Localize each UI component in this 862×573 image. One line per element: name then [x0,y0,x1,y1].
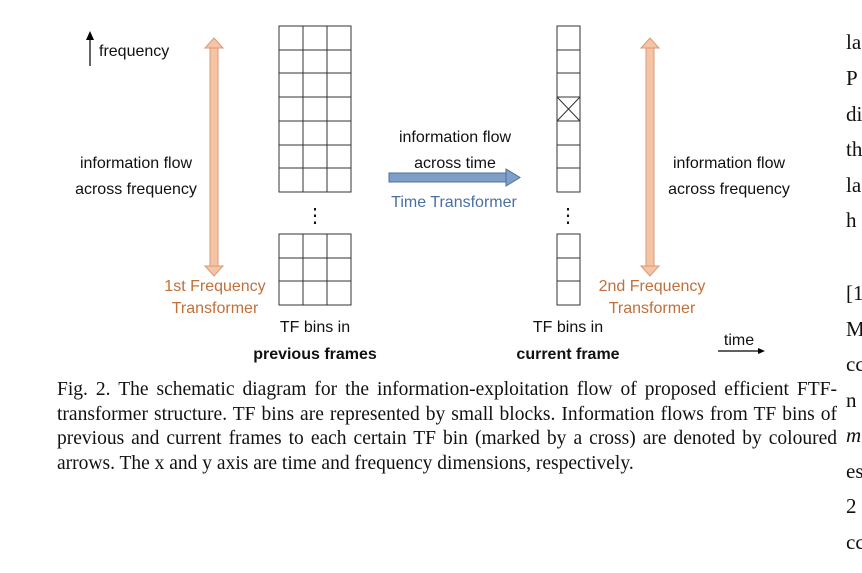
right-flow-label-line1: information flow [673,155,785,172]
previous-frames-grid-top [278,25,352,193]
current-frame-grid-top [556,25,581,193]
side-column-line: m [846,423,862,447]
second-freq-transformer-line1: 2nd Frequency [599,278,706,295]
side-column-line: [1 [846,281,862,305]
first-freq-transformer-line1: 1st Frequency [164,278,265,295]
left-flow-label-line1: information flow [80,155,192,172]
side-column-line: th [846,137,862,161]
prev-caption-line2: previous frames [253,346,377,363]
side-column-line: cc [846,352,862,376]
time-flow-label-line1: information flow [399,129,511,146]
right-frequency-arrow [639,37,661,277]
side-column-line: cc [846,530,862,554]
current-frame-grid-bottom [556,233,581,306]
target-tf-bin-cross [556,96,581,122]
side-column-line: P [846,66,858,90]
figure-caption: Fig. 2. The schematic diagram for the in… [57,379,837,474]
time-transformer-label: Time Transformer [391,194,517,211]
side-column-line: es [846,459,862,483]
frequency-axis-label: frequency [99,43,169,60]
side-column-line: la [846,30,862,54]
time-axis: time [718,332,765,354]
left-frequency-arrow [203,37,225,277]
prev-caption-line1: TF bins in [280,319,350,336]
side-column-line: 2 [846,494,857,518]
time-flow-label-line2: across time [414,155,496,172]
previous-frames-grid-bottom [278,233,352,306]
curr-caption-line2: current frame [516,346,619,363]
second-freq-transformer-line2: Transformer [609,300,696,317]
time-axis-label: time [724,332,754,349]
side-column-line: h [846,208,857,232]
left-flow-label-line2: across frequency [75,181,197,198]
frequency-axis: frequency [86,31,169,66]
side-column-line: n [846,388,857,412]
curr-caption-line1: TF bins in [533,319,603,336]
side-column-line: di [846,102,862,126]
previous-ellipsis: ⋮ [305,205,325,227]
time-arrow [388,168,521,187]
side-column-line: M [846,317,862,341]
right-flow-label-line2: across frequency [668,181,790,198]
current-ellipsis: ⋮ [558,205,578,227]
first-freq-transformer-line2: Transformer [172,300,259,317]
side-column-line: la [846,173,862,197]
